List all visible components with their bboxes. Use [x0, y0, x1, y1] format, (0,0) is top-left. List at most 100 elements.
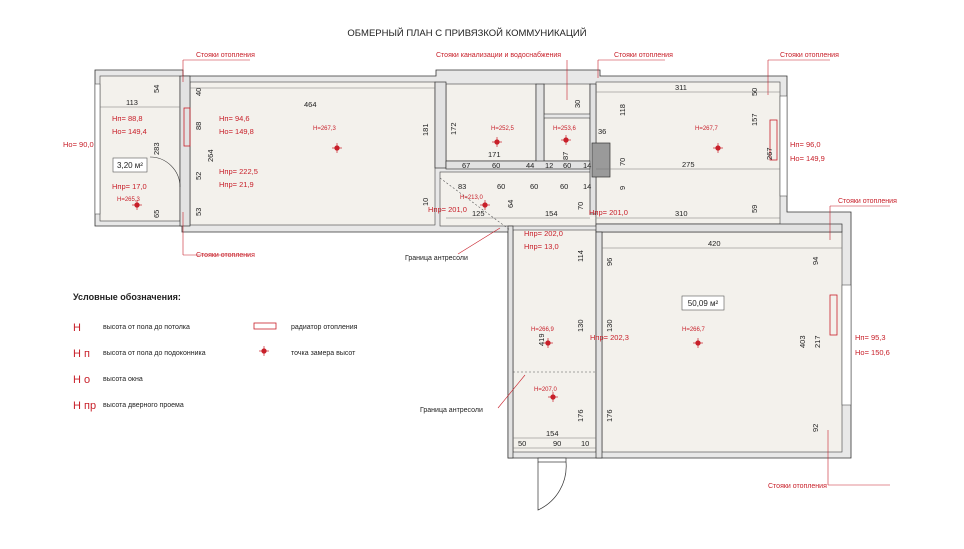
legend-text-hpr: высота дверного проема [103, 402, 184, 409]
dim: 114 [576, 250, 585, 262]
dim: 87 [561, 152, 570, 160]
height-corr-h: H=266,9 [531, 327, 555, 333]
mezzanine-label-1: Граница антресоли [405, 255, 468, 262]
dim: 67 [462, 161, 470, 170]
rooms [99, 75, 843, 453]
window-balcony [94, 83, 101, 215]
height-bath-h: H=252,5 [491, 126, 515, 132]
legend-text-ho: высота окна [103, 376, 143, 383]
height-hall-h1: H=213,0 [460, 195, 484, 201]
height-room2-h: H=266,7 [682, 327, 706, 333]
dim: 171 [488, 150, 501, 159]
height-kitchen-hp: Hп= 96,0 [790, 140, 821, 149]
height-kitchen-hpr: Hпр= 201,0 [589, 208, 628, 217]
dim: 181 [421, 123, 430, 136]
dim: 52 [194, 172, 203, 180]
windows [94, 83, 852, 406]
dim: 176 [605, 409, 614, 422]
height-room2-ho: Hо= 150,6 [855, 348, 890, 357]
dim: 113 [126, 98, 138, 107]
dim: 60 [492, 161, 500, 170]
legend-heading: Условные обозначения: [73, 292, 181, 302]
dim: 10 [581, 439, 589, 448]
radiators [183, 107, 838, 336]
dim: 420 [708, 239, 721, 248]
dim: 267 [765, 147, 774, 160]
legend-symbol-hp: H п [73, 348, 90, 360]
mezzanine-lines [439, 177, 596, 373]
dim: 10 [421, 198, 430, 206]
dim: 90 [553, 439, 561, 448]
dim: 60 [560, 182, 568, 191]
dim: 53 [194, 208, 203, 216]
window-room-2 [841, 284, 852, 406]
dim: 50 [518, 439, 526, 448]
dim: 172 [449, 122, 458, 135]
dim: 176 [576, 409, 585, 422]
height-hall-hpr3: Hпр= 13,0 [524, 242, 559, 251]
dim: 154 [545, 209, 558, 218]
dim: 154 [546, 429, 559, 438]
measure-points [132, 135, 723, 402]
dim: 70 [618, 158, 627, 166]
dim: 83 [458, 182, 466, 191]
dim: 157 [750, 113, 759, 126]
dim: 64 [506, 200, 515, 208]
dim: 14 [583, 182, 591, 191]
hall-floor [439, 171, 597, 227]
riser-label-top-mid: Стояки отопления [614, 52, 673, 59]
height-balcony-ho: Hо= 149,4 [112, 127, 147, 136]
dim: 217 [813, 335, 822, 348]
room-2-area: 50,09 м² [688, 299, 719, 308]
dim: 310 [675, 209, 688, 218]
height-corr-hpr: Hпр= 202,3 [590, 333, 629, 342]
height-entry-h: H=207,0 [534, 387, 558, 393]
dim: 264 [206, 149, 215, 162]
dim: 311 [675, 83, 687, 92]
dim: 60 [497, 182, 505, 191]
height-room1-hp: Hп= 94,6 [219, 114, 250, 123]
room-2-floor [601, 231, 843, 453]
height-hall-hpr1: Hпр= 201,0 [428, 205, 467, 214]
dim: 50 [750, 88, 759, 96]
riser-label-top-left: Стояки отопления [196, 52, 255, 59]
dim: 130 [576, 319, 585, 332]
legend-symbol-h: H [73, 322, 81, 334]
kitchen-floor [595, 81, 781, 225]
height-balcony-hp: Hп= 88,8 [112, 114, 143, 123]
measure-point-icon [259, 346, 269, 356]
dim: 14 [583, 161, 591, 170]
height-kitchen-ho: Hо= 149,9 [790, 154, 825, 163]
height-wc-h: H=253,6 [553, 126, 577, 132]
dim: 96 [605, 258, 614, 266]
dim: 12 [545, 161, 553, 170]
legend: Условные обозначения: H высота от пола д… [73, 292, 358, 412]
balcony-door-swing [149, 156, 181, 188]
sewage-riser-label: Стояки канализации и водоснабжения [436, 51, 561, 59]
dim: 130 [605, 319, 614, 332]
dim: 60 [530, 182, 538, 191]
legend-text-h: высота от пола до потолка [103, 324, 190, 331]
bathroom-floor [445, 83, 537, 162]
height-ho-left: Ho= 90,0 [63, 140, 94, 149]
height-kitchen-h: H=267,7 [695, 126, 719, 132]
height-room1-hpr1: Hпр= 222,5 [219, 167, 258, 176]
page-title: ОБМЕРНЫЙ ПЛАН С ПРИВЯЗКОЙ КОММУНИКАЦИЙ [347, 27, 586, 39]
riser-label-top-right: Стояки отопления [780, 52, 839, 59]
riser-label-bottom-left: Стояки отопления [196, 252, 255, 259]
legend-radiator: радиатор отопления [291, 324, 358, 331]
height-balcony-h: H=265,3 [117, 197, 141, 203]
height-balcony-hpr: Hпр= 17,0 [112, 182, 147, 191]
balcony-floor [99, 75, 181, 222]
balcony-area: 3,20 м² [117, 161, 143, 170]
legend-symbol-ho: H о [73, 374, 90, 386]
dim: 70 [576, 202, 585, 210]
legend-point: точка замера высот [291, 350, 356, 357]
dim: 118 [618, 104, 627, 116]
height-room1-hpr2: Hпр= 21,9 [219, 180, 254, 189]
radiator-icon [183, 107, 191, 147]
radiator-icon [769, 119, 778, 161]
dim: 40 [194, 88, 203, 96]
height-hall-hpr2: Hпр= 202,0 [524, 229, 563, 238]
